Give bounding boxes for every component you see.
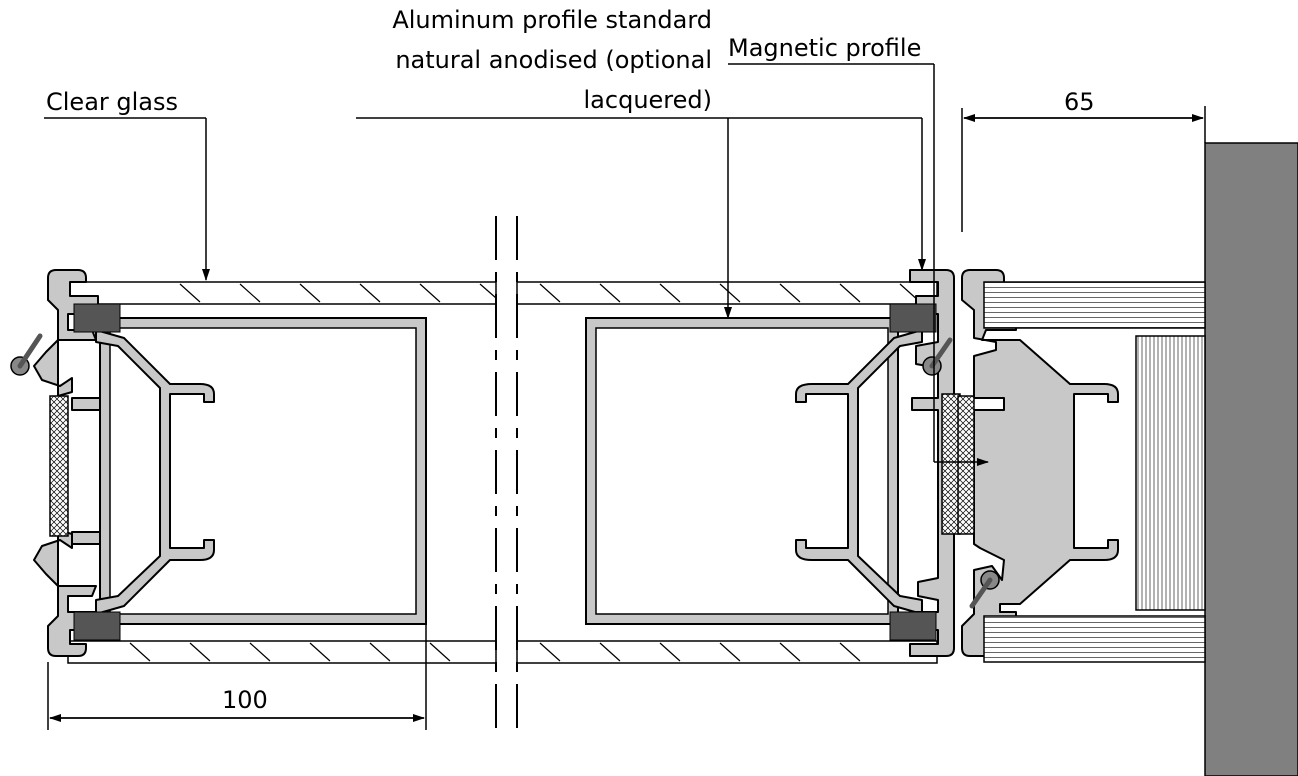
left-bottom-gasket [73, 611, 121, 641]
left-top-gasket [73, 303, 121, 333]
right-inner-tube [585, 317, 899, 625]
label-aluminum-line2: natural anodised (optional [395, 46, 712, 74]
leader-clear-glass [44, 117, 210, 281]
label-magnetic-profile: Magnetic profile [728, 34, 922, 62]
leader-magnetic-profile [728, 63, 989, 466]
magnetic-frame-profile [957, 269, 1119, 657]
right-top-gasket [889, 303, 937, 333]
dimension-65 [961, 106, 1206, 232]
label-aluminum-line1: Aluminum profile standard [392, 6, 712, 34]
top-wall-block [983, 281, 1206, 329]
left-frame-profile [10, 269, 101, 657]
label-aluminum-line3: lacquered) [583, 86, 712, 114]
label-clear-glass: Clear glass [46, 88, 179, 116]
break-lines [495, 216, 518, 730]
dimension-label-100: 100 [222, 686, 268, 714]
wall [1204, 142, 1298, 776]
dimension-label-65: 65 [1064, 88, 1095, 116]
bottom-glass-pane [67, 640, 938, 664]
right-bottom-gasket [889, 611, 937, 641]
center-wall-block [1135, 335, 1206, 611]
leader-aluminum-profile [356, 117, 926, 319]
top-glass-pane [67, 281, 938, 305]
dimension-100 [47, 624, 427, 730]
bottom-wall-block [983, 615, 1206, 663]
